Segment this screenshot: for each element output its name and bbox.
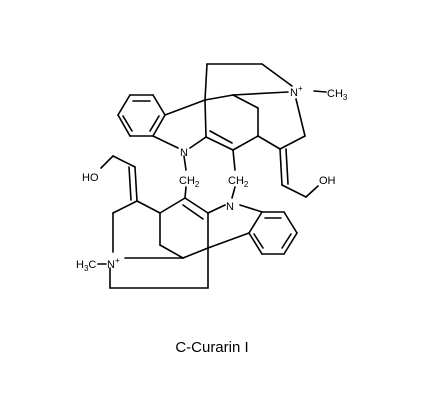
upper-hydroxyethylidene [279,148,319,198]
linker-bonds [183,149,236,199]
indole-nitrogen-upper-label: N [180,147,188,159]
chemical-structure-diagram: N N N+ CH3 H3C N+ CH2 CH2 HO OH [76,63,348,289]
hydroxyl-left-label: HO [82,172,99,184]
lower-hydroxyethylidene [100,155,138,202]
methylene-right-label: CH2 [228,175,249,189]
methyl-upper-label: CH3 [327,88,348,102]
upper-indoline-ring [152,99,207,149]
figure-caption: C-Curarin I [175,339,249,356]
lower-indoline-ring [207,204,263,249]
lower-cage-bonds [97,197,209,289]
quaternary-nitrogen-lower-label: N+ [107,256,120,271]
hydroxyl-right-label: OH [319,175,336,187]
methyl-lower-label: H3C [76,259,96,273]
upper-cage-bonds [204,63,327,151]
lower-benzene-ring [248,211,298,255]
methylene-left-label: CH2 [179,175,200,189]
indole-nitrogen-lower-label: N [226,201,234,213]
upper-benzene-ring [117,94,166,137]
quaternary-nitrogen-upper-label: N+ [290,84,303,99]
